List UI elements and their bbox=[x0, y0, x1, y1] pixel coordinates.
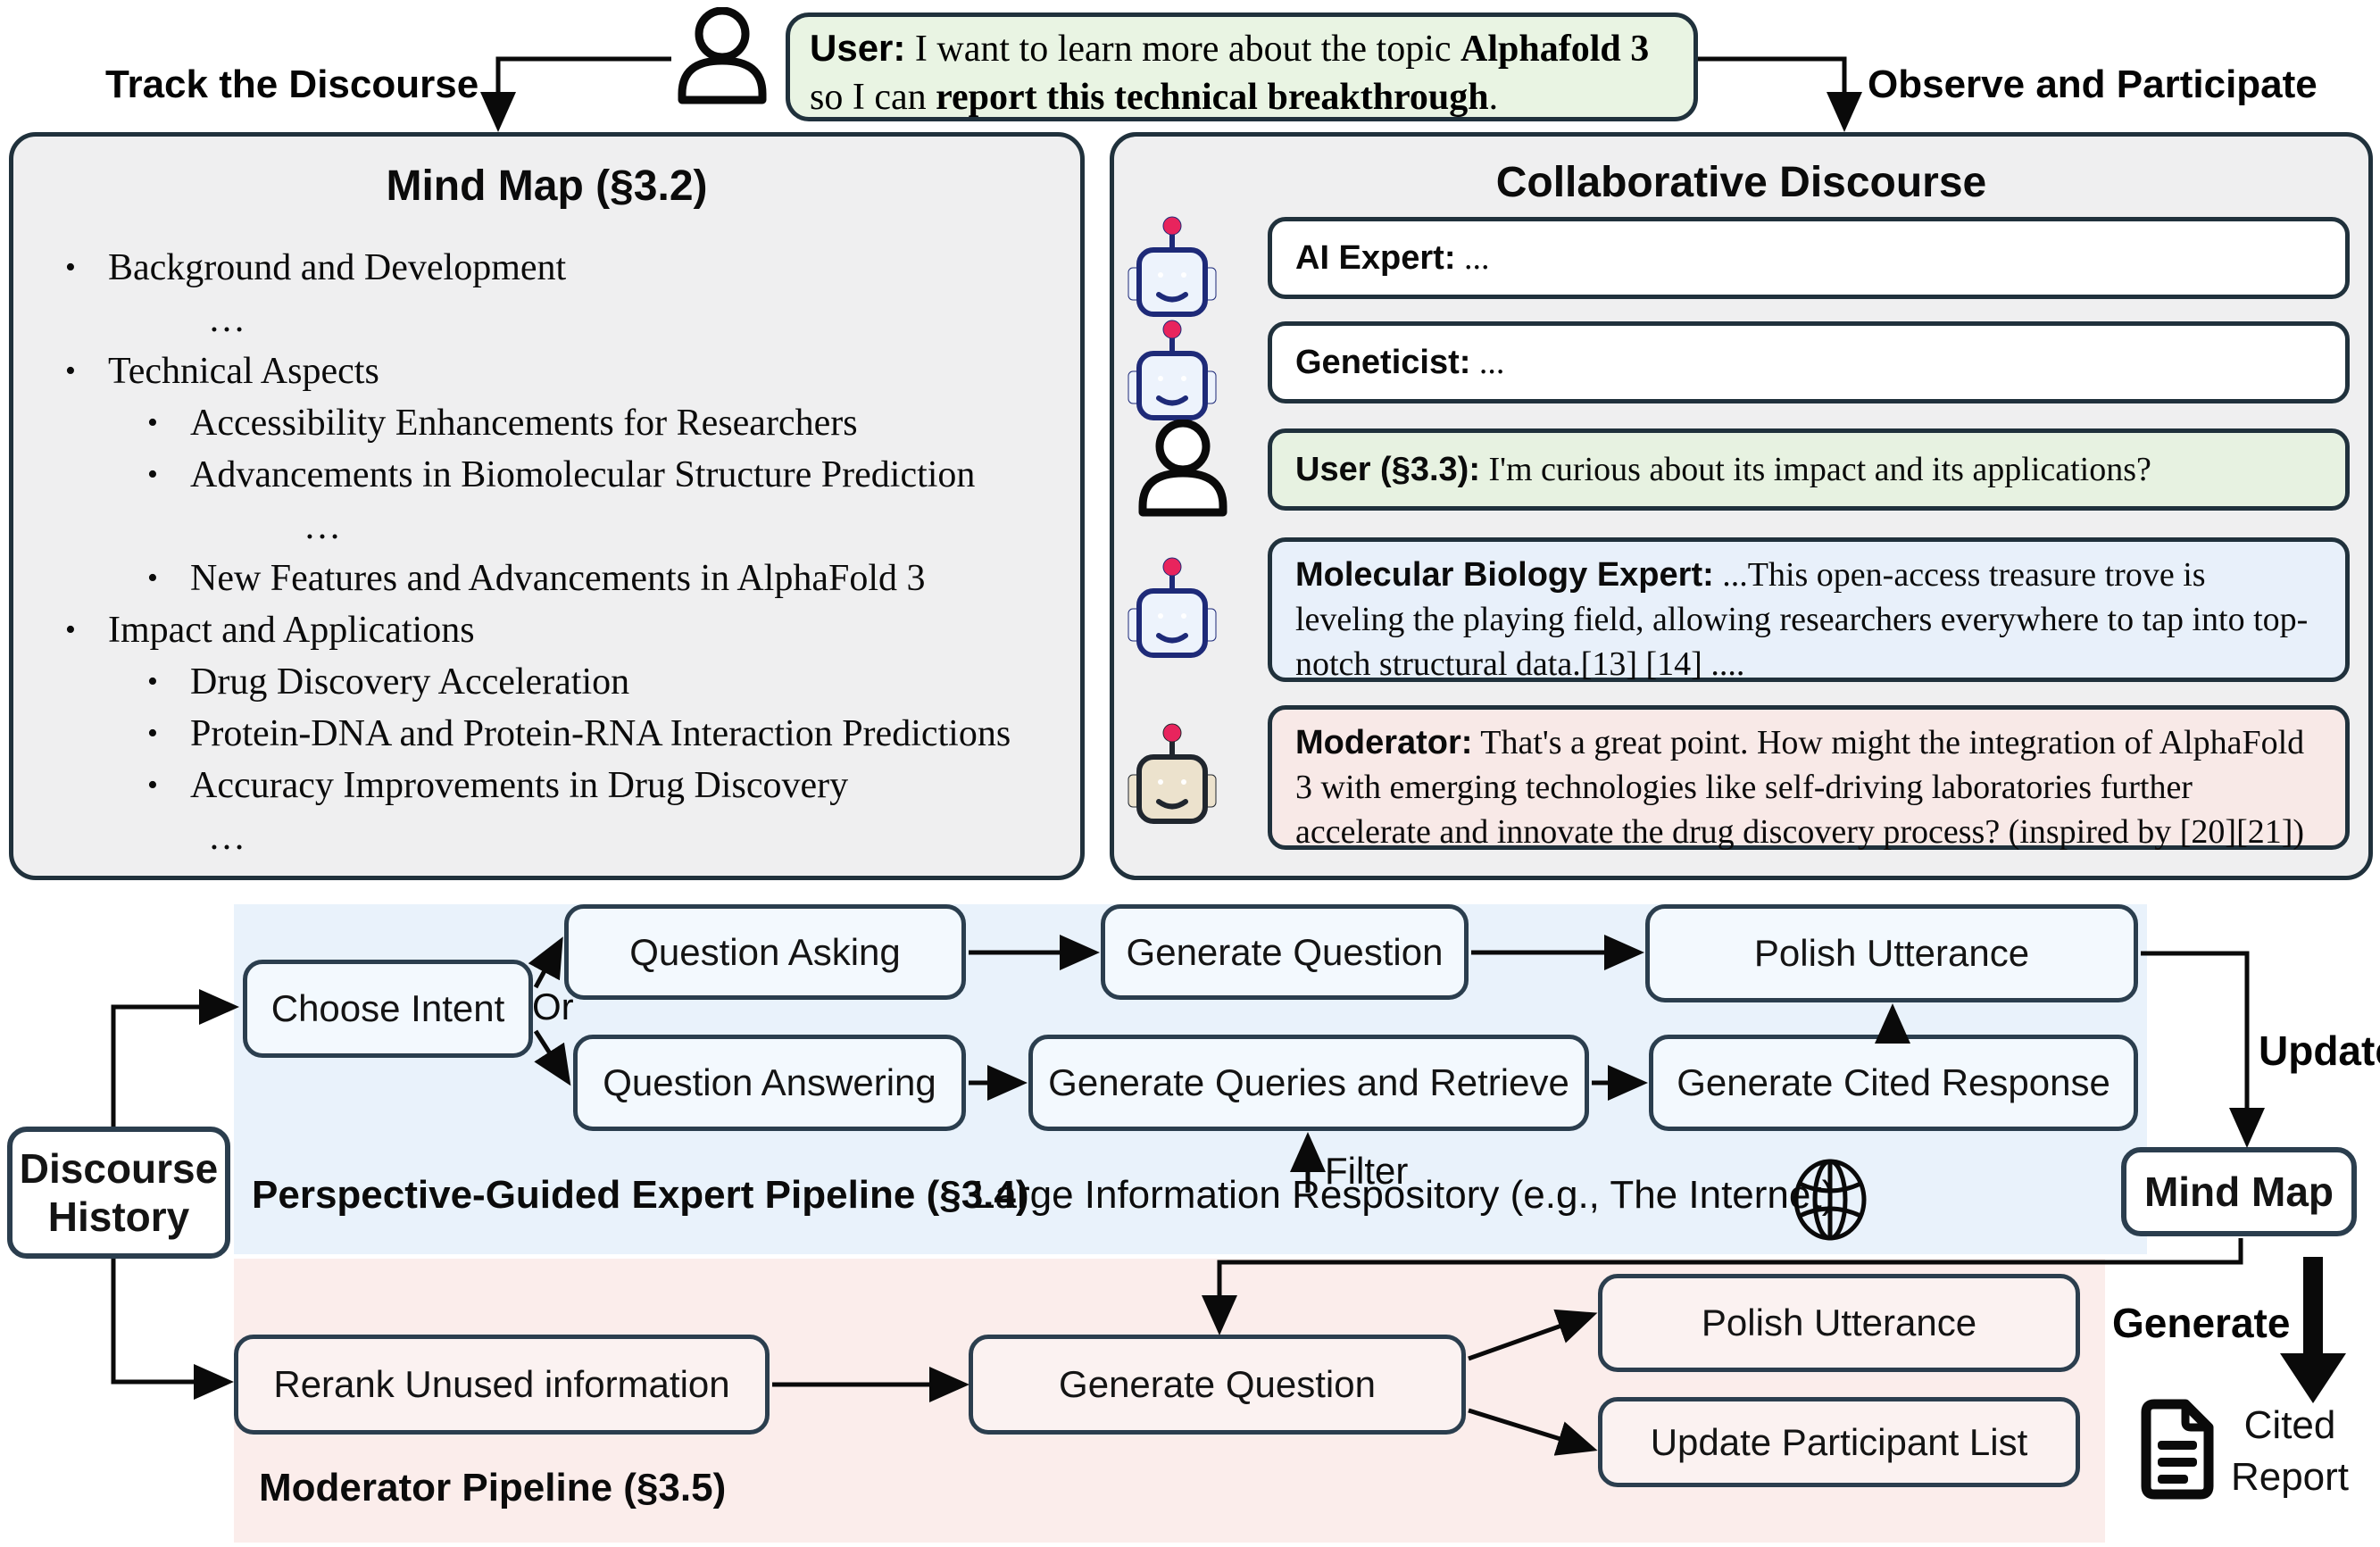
bullet-icon: • bbox=[147, 458, 158, 491]
robot-icon bbox=[1128, 318, 1217, 423]
question-asking-box: Question Asking bbox=[564, 904, 966, 1000]
mind-map-panel: Mind Map (§3.2) •Background and Developm… bbox=[9, 132, 1085, 880]
chat-molecular-biology-expert: Molecular Biology Expert: ...This open-a… bbox=[1268, 537, 2350, 683]
bullet-icon: • bbox=[147, 769, 158, 802]
update-label: Update bbox=[2259, 1027, 2380, 1074]
mind-map-ellipsis: … bbox=[208, 299, 245, 340]
bullet-icon: • bbox=[147, 665, 158, 698]
user-icon bbox=[1132, 420, 1235, 520]
mind-map-node-box: Mind Map bbox=[2121, 1147, 2357, 1236]
collaborative-discourse-title: Collaborative Discourse bbox=[1495, 159, 1987, 206]
message-text: I'm curious about its impact and its app… bbox=[1479, 451, 2151, 488]
robot-icon bbox=[1128, 214, 1217, 320]
message-text: ... bbox=[1455, 239, 1490, 277]
arrow-user-to-discourse bbox=[1698, 56, 1862, 132]
user-query-period: . bbox=[1488, 77, 1499, 118]
observe-participate-label: Observe and Participate bbox=[1868, 62, 2318, 106]
discourse-history-line1: Discourse bbox=[19, 1145, 219, 1192]
track-discourse-label: Track the Discourse bbox=[105, 62, 479, 106]
arrow-history-to-rerank bbox=[111, 1259, 234, 1400]
message-text: ... bbox=[1470, 344, 1505, 381]
cited-report-line2: Report bbox=[2230, 1455, 2350, 1499]
chat-geneticist: Geneticist: ... bbox=[1268, 321, 2350, 403]
generate-cited-response-box: Generate Cited Response bbox=[1649, 1035, 2138, 1131]
bullet-icon: • bbox=[147, 561, 158, 595]
chat-moderator: Moderator: That's a great point. How mig… bbox=[1268, 705, 2350, 851]
generate-queries-box: Generate Queries and Retrieve bbox=[1028, 1035, 1589, 1131]
or-label: Or bbox=[532, 986, 574, 1027]
cited-report-line1: Cited bbox=[2243, 1403, 2336, 1447]
mind-map-item: •Accuracy Improvements in Drug Discovery bbox=[147, 760, 1080, 811]
message-text: That's a great point. How might the inte… bbox=[1295, 724, 2305, 851]
user-query-text: I want to learn more about the topic bbox=[905, 29, 1461, 70]
cited-report-label: Cited Report bbox=[2214, 1400, 2366, 1503]
bullet-icon: • bbox=[65, 251, 76, 284]
mind-map-item: •Background and Development bbox=[65, 242, 1080, 294]
question-answering-box: Question Answering bbox=[573, 1035, 966, 1131]
speaker-label: Moderator: bbox=[1295, 724, 1473, 761]
chat-user: User (§3.3): I'm curious about its impac… bbox=[1268, 428, 2350, 511]
mind-map-ellipsis: … bbox=[208, 817, 245, 858]
arrow-update-to-mindmap bbox=[2141, 951, 2265, 1148]
speaker-label: User (§3.3): bbox=[1295, 451, 1480, 488]
mind-map-item: •Drug Discovery Acceleration bbox=[147, 656, 1080, 708]
user-query-speaker: User: bbox=[810, 27, 906, 69]
mind-map-title: Mind Map (§3.2) bbox=[386, 162, 708, 210]
user-query-text2: so I can bbox=[810, 77, 936, 118]
update-participant-list-box: Update Participant List bbox=[1598, 1397, 2080, 1487]
robot-icon bbox=[1128, 555, 1217, 661]
repository-label: Large Information Respository (e.g., The… bbox=[973, 1173, 1835, 1217]
document-icon bbox=[2141, 1399, 2214, 1500]
moderator-robot-icon bbox=[1128, 721, 1217, 827]
bullet-icon: • bbox=[147, 717, 158, 750]
bullet-icon: • bbox=[65, 613, 76, 646]
user-query-goal: report this technical breakthrough bbox=[936, 77, 1489, 118]
mind-map-item: •Advancements in Biomolecular Structure … bbox=[147, 449, 1080, 501]
choose-intent-box: Choose Intent bbox=[243, 960, 533, 1058]
mind-map-list: •Background and Development … •Technical… bbox=[13, 242, 1080, 863]
filter-label: Filter bbox=[1325, 1150, 1409, 1192]
moderator-generate-question-box: Generate Question bbox=[969, 1335, 1466, 1435]
moderator-pipeline-label: Moderator Pipeline (§3.5) bbox=[259, 1466, 727, 1510]
speaker-label: AI Expert: bbox=[1295, 239, 1456, 277]
mind-map-item: •Accessibility Enhancements for Research… bbox=[147, 397, 1080, 449]
mind-map-item: •New Features and Advancements in AlphaF… bbox=[147, 553, 1080, 604]
bullet-icon: • bbox=[147, 406, 158, 439]
speaker-label: Molecular Biology Expert: bbox=[1295, 556, 1714, 594]
polish-utterance-box: Polish Utterance bbox=[1645, 904, 2138, 1002]
bullet-icon: • bbox=[65, 354, 76, 387]
rerank-box: Rerank Unused information bbox=[234, 1335, 770, 1435]
generate-question-box: Generate Question bbox=[1101, 904, 1469, 1000]
message-text: ...This open-access treasure trove is le… bbox=[1295, 556, 2309, 683]
globe-icon bbox=[1793, 1159, 1867, 1241]
user-query-box: User: I want to learn more about the top… bbox=[786, 12, 1698, 121]
arrow-history-to-choose-intent bbox=[111, 989, 239, 1127]
chat-ai-expert: AI Expert: ... bbox=[1268, 217, 2350, 299]
arrow-user-to-mindmap bbox=[480, 56, 671, 132]
mind-map-item: •Protein-DNA and Protein-RNA Interaction… bbox=[147, 708, 1080, 760]
speaker-label: Geneticist: bbox=[1295, 344, 1471, 381]
expert-pipeline-label: Perspective-Guided Expert Pipeline (§3.4… bbox=[252, 1173, 1029, 1217]
mind-map-ellipsis: … bbox=[304, 506, 341, 547]
mind-map-item: •Technical Aspects bbox=[65, 345, 1080, 397]
user-query-topic: Alphafold 3 bbox=[1460, 29, 1650, 70]
generate-label: Generate bbox=[2112, 1300, 2291, 1346]
discourse-history-line2: History bbox=[47, 1194, 190, 1240]
mind-map-item: •Impact and Applications bbox=[65, 604, 1080, 656]
moderator-polish-utterance-box: Polish Utterance bbox=[1598, 1274, 2080, 1372]
discourse-history-box: Discourse History bbox=[7, 1127, 230, 1259]
user-icon bbox=[671, 7, 774, 107]
